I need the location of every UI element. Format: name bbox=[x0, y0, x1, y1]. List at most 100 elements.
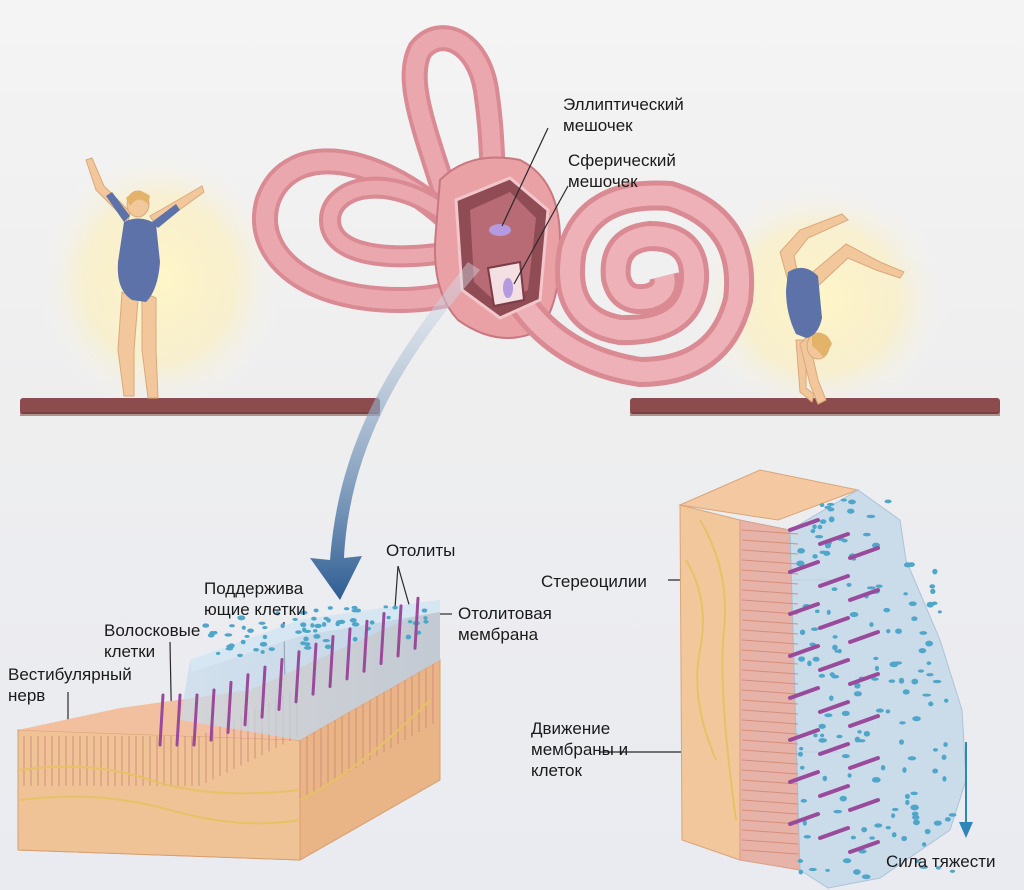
otolith-crystal bbox=[797, 751, 803, 757]
otolith-crystal bbox=[209, 631, 216, 637]
zoom-arrow bbox=[310, 262, 480, 600]
otolith-crystal bbox=[351, 605, 358, 610]
otolith-crystal bbox=[857, 739, 866, 743]
hair-cell bbox=[311, 642, 318, 696]
otolith-crystal bbox=[826, 609, 831, 615]
cell-row bbox=[741, 719, 799, 725]
stereocilia-bundle bbox=[848, 714, 880, 728]
cell-row bbox=[741, 769, 799, 775]
otolith-crystal bbox=[303, 645, 312, 650]
otolith-crystal bbox=[827, 507, 835, 512]
cell-row bbox=[741, 659, 799, 665]
otolith-crystal bbox=[917, 669, 925, 673]
otolith-crystal bbox=[303, 629, 312, 634]
hair-cell bbox=[226, 680, 233, 734]
cell-row bbox=[741, 729, 799, 735]
otolith-crystal bbox=[929, 584, 936, 589]
otolith-crystal bbox=[810, 627, 819, 631]
otolith-crystal bbox=[880, 765, 886, 771]
otolith-crystal bbox=[268, 647, 275, 652]
otolith-crystal bbox=[808, 867, 817, 872]
otolith-crystal bbox=[905, 799, 910, 806]
label-hair-cells: Волосковые клетки bbox=[104, 621, 201, 661]
cell-row bbox=[741, 629, 799, 635]
otolith-crystal bbox=[810, 529, 816, 534]
otolith-crystal bbox=[812, 554, 818, 559]
otolith-crystal bbox=[931, 601, 938, 606]
otolith-crystal bbox=[798, 869, 804, 875]
label-membrane-movement: Движение мембраны и клеток bbox=[531, 719, 629, 780]
otolith-crystal bbox=[815, 609, 820, 614]
hair-cell bbox=[379, 612, 386, 666]
stereocilia-bundle bbox=[788, 644, 820, 658]
otolith-crystal bbox=[352, 636, 358, 642]
otolith-crystal bbox=[321, 622, 327, 627]
otolith-crystal bbox=[215, 651, 221, 655]
otolith-crystal bbox=[907, 756, 917, 761]
otolith-crystal bbox=[803, 834, 811, 839]
cell-row bbox=[741, 699, 799, 705]
otolith-crystal bbox=[863, 730, 871, 737]
otolith-crystal bbox=[369, 620, 375, 625]
otolith-crystal bbox=[847, 773, 852, 778]
otolith-crystal bbox=[829, 695, 834, 701]
utricle-macula bbox=[489, 224, 511, 236]
otolith-crystal bbox=[258, 621, 266, 625]
otolith-crystal bbox=[901, 835, 908, 842]
handstand-gymnast-leotard bbox=[786, 267, 822, 338]
stereocilia-bundle bbox=[848, 798, 880, 812]
right-balance-beam bbox=[630, 398, 1000, 414]
otolith-crystal bbox=[253, 648, 260, 652]
otolith-crystal bbox=[932, 679, 942, 684]
stereocilia-bundle bbox=[818, 532, 850, 546]
otolith-crystal bbox=[247, 628, 254, 633]
otolith-crystal bbox=[796, 560, 805, 567]
otolith-crystal bbox=[871, 777, 881, 783]
otolith-crystal bbox=[351, 609, 359, 613]
otolith-crystal bbox=[883, 607, 891, 613]
otolith-crystal bbox=[891, 807, 899, 812]
otolith-crystal bbox=[260, 650, 265, 654]
hair-cell bbox=[192, 693, 199, 747]
otolith-crystal bbox=[280, 623, 285, 629]
stereocilia-bundle bbox=[788, 560, 820, 574]
otolith-crystal bbox=[871, 677, 879, 681]
otolith-crystal bbox=[303, 636, 309, 642]
otolith-crystal bbox=[826, 502, 835, 506]
otolith-crystal bbox=[819, 550, 827, 554]
otolith-crystal bbox=[839, 795, 847, 802]
otolith-crystal bbox=[932, 568, 938, 575]
otolith-crystal bbox=[911, 616, 918, 621]
stereocilia-bundle bbox=[848, 588, 880, 602]
otolith-crystal bbox=[813, 733, 818, 738]
otolith-crystal bbox=[311, 616, 317, 621]
otolith-crystal bbox=[933, 820, 942, 826]
otolith-crystal bbox=[841, 754, 850, 759]
otolith-crystal bbox=[924, 828, 931, 835]
gravity-arrow bbox=[959, 742, 973, 838]
stereocilia-bundle bbox=[788, 770, 820, 784]
cell-row bbox=[741, 749, 799, 755]
otolith-crystal bbox=[922, 693, 932, 697]
hair-cell bbox=[158, 693, 165, 747]
otolith-crystal bbox=[244, 634, 250, 638]
otolith-crystal bbox=[862, 532, 871, 537]
otolith-crystal bbox=[849, 612, 859, 618]
otolith-crystal bbox=[899, 721, 906, 725]
otolith-crystal bbox=[944, 817, 951, 822]
otolith-crystal bbox=[926, 661, 932, 665]
otolith-crystal bbox=[824, 713, 833, 718]
otolith-crystal bbox=[310, 623, 315, 628]
otolith-crystal bbox=[386, 615, 391, 620]
label-otoliths: Отолиты bbox=[386, 541, 456, 560]
otolith-crystal bbox=[903, 592, 908, 596]
otolith-crystal bbox=[928, 701, 934, 707]
hair-cell bbox=[209, 688, 216, 742]
cell-row bbox=[741, 559, 799, 565]
hair-cell bbox=[413, 596, 420, 650]
cochlea bbox=[507, 180, 755, 388]
otolith-crystal bbox=[392, 605, 398, 610]
otolith-crystal bbox=[812, 656, 820, 662]
otolith-crystal bbox=[832, 635, 838, 639]
stereocilia-bundle bbox=[788, 602, 820, 616]
